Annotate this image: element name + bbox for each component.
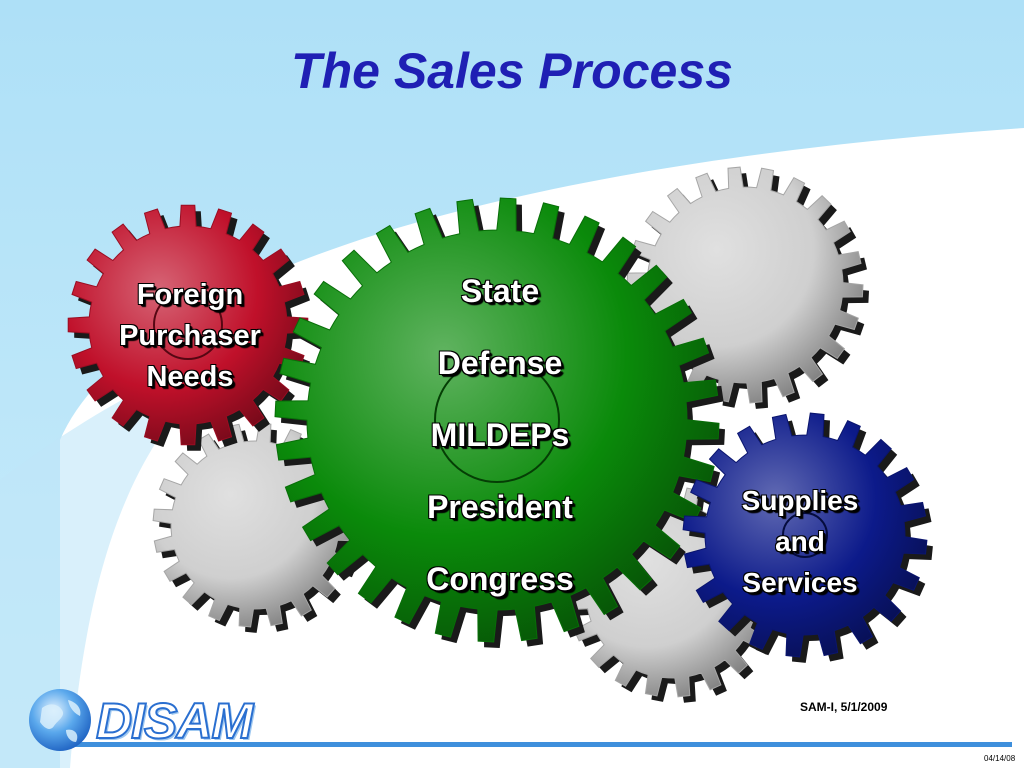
center-gear-label: State Defense MILDEPs President Congress: [385, 255, 615, 615]
center-line-3: MILDEPs: [430, 417, 570, 453]
foreign-line-3: Needs: [146, 361, 234, 393]
center-gear: [274, 197, 725, 648]
foreign-line-2: Purchaser: [119, 320, 261, 352]
foreign-purchaser-gear: [67, 204, 314, 451]
foreign-line-1: Foreign: [136, 279, 244, 311]
foreign-purchaser-label: Foreign Purchaser Needs: [95, 275, 285, 398]
globe-icon: [29, 689, 91, 751]
foreign-purchaser-gear-body: [67, 204, 309, 446]
center-line-4: President: [427, 489, 573, 525]
supplies-services-gear: [682, 412, 933, 663]
center-line-5: Congress: [426, 561, 574, 597]
supplies-services-label: Supplies and Services: [715, 480, 885, 603]
slide-title: The Sales Process: [291, 43, 733, 99]
center-line-2: Defense: [437, 345, 563, 381]
supplies-line-1: Supplies: [741, 485, 859, 516]
footer-label: SAM-I, 5/1/2009: [800, 700, 888, 714]
supplies-services-gear-body: [682, 412, 928, 658]
center-line-1: State: [460, 273, 540, 309]
logo-text: DISAM: [95, 692, 254, 750]
disam-logo: [29, 689, 91, 751]
center-gear-body: [274, 197, 720, 643]
supplies-line-2: and: [775, 526, 825, 557]
center-gear-hub: [434, 357, 560, 483]
supplies-services-gear-hub: [782, 512, 828, 558]
foreign-purchaser-gear-hub: [153, 290, 223, 360]
date-stamp: 04/14/08: [984, 754, 1016, 763]
supplies-line-3: Services: [742, 567, 858, 598]
